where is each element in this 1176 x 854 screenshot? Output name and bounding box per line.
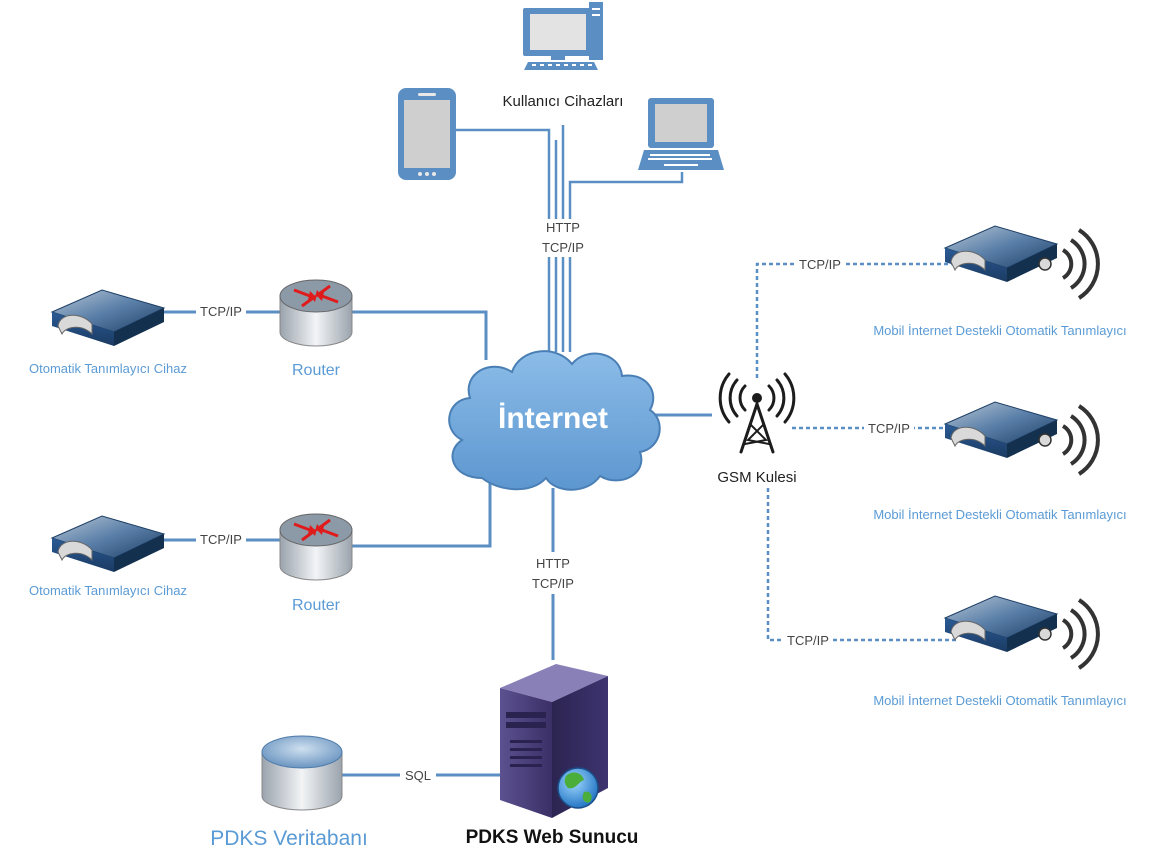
mob3-gsm-label: TCP/IP <box>787 633 829 648</box>
mobile3-label: Mobil İnternet Destekli Otomatik Tanımla… <box>873 693 1126 708</box>
devices-tcp-label: TCP/IP <box>542 240 584 255</box>
mobile2-label: Mobil İnternet Destekli Otomatik Tanımla… <box>873 507 1126 522</box>
gsm-label: GSM Kulesi <box>717 469 796 486</box>
router-1-icon <box>278 278 354 348</box>
connection-lines <box>162 125 960 777</box>
mobile-identifier-2-icon <box>944 401 1100 476</box>
web-server-icon <box>500 664 608 818</box>
dev2-router-label: TCP/IP <box>200 532 242 547</box>
database-icon <box>261 735 343 811</box>
db-label: PDKS Veritabanı <box>210 827 368 850</box>
router2-label: Router <box>292 597 341 614</box>
internet-cloud-icon <box>448 350 661 491</box>
mob2-gsm-label: TCP/IP <box>868 421 910 436</box>
devices-http-label: HTTP <box>546 220 580 235</box>
link-tablet-internet <box>455 128 551 352</box>
user-devices-label: Kullanıcı Cihazları <box>503 93 624 110</box>
dev1-router-label: TCP/IP <box>200 304 242 319</box>
mobile-identifier-3-icon <box>944 595 1100 670</box>
auto-identifier-device-1-icon <box>51 289 165 347</box>
tablet-icon <box>398 88 456 180</box>
device2-label: Otomatik Tanımlayıcı Cihaz <box>29 583 187 598</box>
auto-identifier-device-2-icon <box>51 515 165 573</box>
server-label: PDKS Web Sunucu <box>466 827 639 848</box>
mobile1-label: Mobil İnternet Destekli Otomatik Tanımla… <box>873 323 1126 338</box>
link-gsm-mobile3 <box>766 488 958 642</box>
internet-label: İnternet <box>498 402 608 435</box>
desktop-computer-icon <box>523 2 603 70</box>
server-tcp-label: TCP/IP <box>532 576 574 591</box>
link-laptop-internet <box>568 172 684 352</box>
laptop-icon <box>638 98 724 170</box>
mobile-identifier-1-icon <box>944 225 1100 300</box>
link-gsm-mobile1 <box>755 262 960 378</box>
router1-label: Router <box>292 362 341 379</box>
device1-label: Otomatik Tanımlayıcı Cihaz <box>29 361 187 376</box>
link-router1-internet <box>350 310 488 360</box>
mob1-gsm-label: TCP/IP <box>799 257 841 272</box>
router-2-icon <box>278 512 354 582</box>
server-http-label: HTTP <box>536 556 570 571</box>
db-server-label: SQL <box>405 768 431 783</box>
link-router2-internet <box>350 478 492 548</box>
gsm-tower-icon <box>718 372 796 454</box>
